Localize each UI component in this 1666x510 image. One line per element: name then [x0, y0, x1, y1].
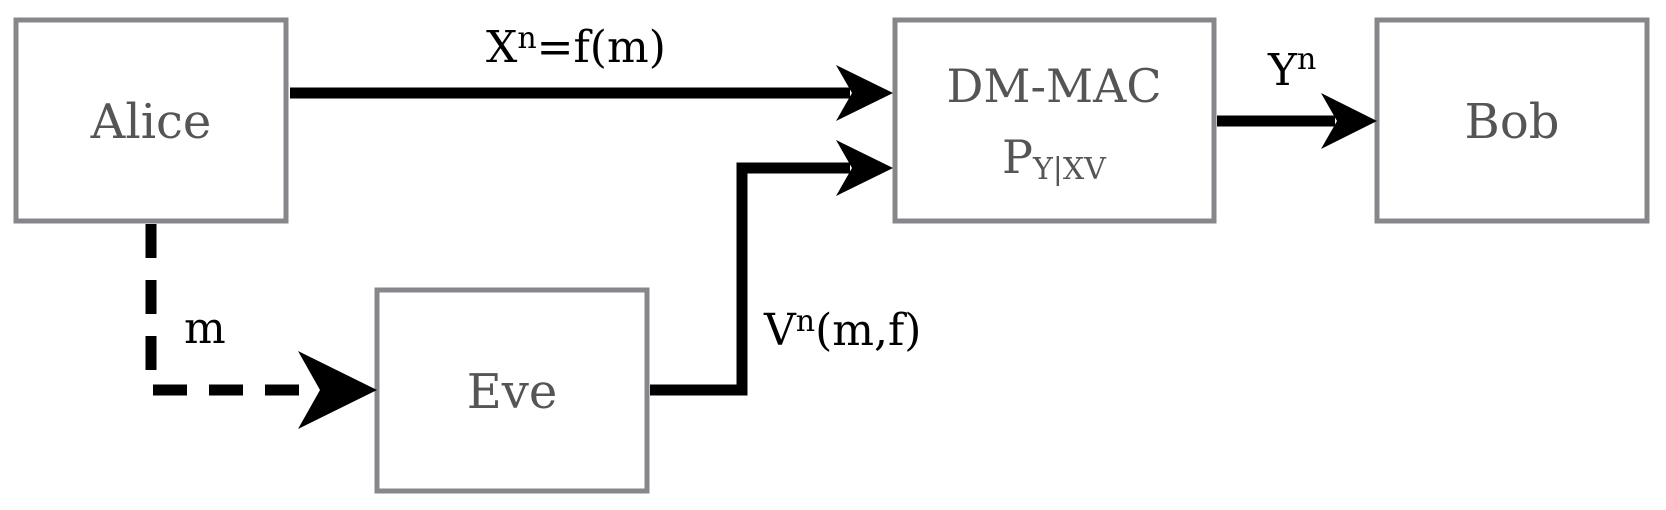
edge-mac-to-bob: Yn — [1217, 42, 1377, 149]
bob-label: Bob — [1465, 94, 1560, 150]
eve-label: Eve — [467, 364, 558, 420]
dm-mac-node: DM-MAC PY|XV — [892, 17, 1217, 224]
edge-alice-to-eve-arrowhead — [298, 351, 377, 429]
edge-mac-to-bob-label: Yn — [1267, 42, 1316, 96]
eve-node: Eve — [374, 287, 650, 494]
edge-alice-to-mac: Xn=f(m) — [290, 21, 893, 121]
dm-mac-label: DM-MAC — [946, 59, 1161, 113]
alice-label: Alice — [90, 94, 212, 150]
dm-mac-box — [892, 17, 1217, 224]
edge-eve-to-mac: Vn(m,f) — [650, 140, 921, 396]
dm-mac-sublabel: PY|XV — [1002, 130, 1107, 187]
edge-alice-to-mac-label-main: X — [486, 22, 518, 73]
bob-node: Bob — [1374, 17, 1650, 224]
alice-box — [13, 17, 289, 224]
edge-eve-to-mac-label: Vn(m,f) — [763, 304, 921, 356]
edge-eve-to-mac-arrowhead — [836, 140, 893, 196]
edge-alice-to-mac-label-sup: n — [517, 21, 536, 56]
edge-alice-to-mac-label: Xn=f(m) — [486, 21, 666, 73]
bob-box — [1374, 17, 1650, 224]
edge-alice-to-eve: m — [145, 224, 377, 429]
edge-eve-to-mac-label-sup: n — [796, 304, 815, 339]
edge-alice-to-mac-label-rest: =f(m) — [537, 22, 666, 73]
edge-alice-to-mac-arrowhead — [836, 65, 893, 121]
edge-mac-to-bob-arrowhead — [1321, 93, 1377, 149]
edge-alice-to-eve-label: m — [184, 303, 226, 354]
edge-alice-to-eve-line — [145, 224, 320, 396]
dm-mac-sublabel-sub: Y|XV — [1032, 152, 1107, 187]
dm-mac-sublabel-main: P — [1002, 130, 1033, 184]
edge-mac-to-bob-label-main: Y — [1267, 45, 1298, 96]
eve-box — [374, 287, 650, 494]
alice-node: Alice — [13, 17, 289, 224]
edge-mac-to-bob-label-sup: n — [1297, 42, 1316, 77]
edge-eve-to-mac-label-rest: (m,f) — [815, 305, 921, 356]
edge-eve-to-mac-label-main: V — [763, 305, 797, 356]
edge-eve-to-mac-line — [650, 162, 850, 396]
